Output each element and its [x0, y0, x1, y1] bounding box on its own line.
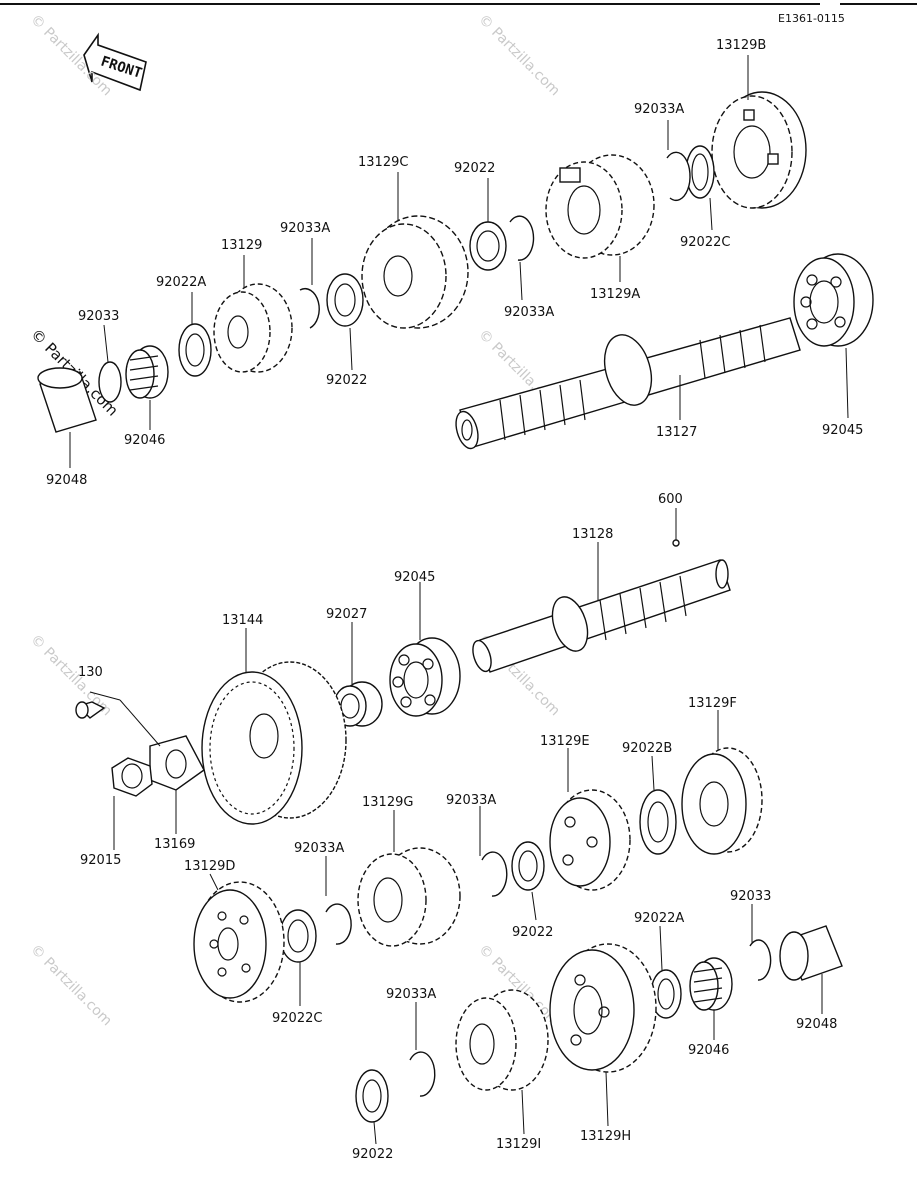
circlip-92033a-lower-2	[325, 903, 352, 945]
shaft-13127	[455, 317, 801, 450]
circlip-92033a-upper-3	[299, 288, 320, 329]
callout-92046: 92046	[124, 433, 165, 448]
callout-92048: 92048	[46, 473, 87, 488]
callout-92022a: 92022A	[156, 275, 206, 290]
callout-92033a: 92033A	[280, 221, 330, 236]
gear-13129b	[711, 91, 807, 209]
callout-92033a: 92033A	[386, 987, 436, 1002]
bolt-130	[75, 701, 106, 719]
callout-92045: 92045	[822, 423, 863, 438]
needle-bearing-92046-upper	[125, 345, 169, 399]
callout-13129c: 13129C	[358, 155, 408, 170]
gear-13129h	[549, 943, 657, 1073]
circlip-92033a-upper-2	[509, 215, 535, 261]
callout-92033a: 92033A	[504, 305, 554, 320]
callout-92022: 92022	[454, 161, 495, 176]
gear-13129e	[549, 789, 631, 891]
callout-92022: 92022	[326, 373, 367, 388]
watermark: © Partzilla.com	[27, 942, 115, 1030]
circlip-92033a-lower-3	[409, 1051, 436, 1097]
callout-13129f: 13129F	[688, 696, 737, 711]
callout-13169: 13169	[154, 837, 195, 852]
callout-92046: 92046	[688, 1043, 729, 1058]
callout-92033: 92033	[730, 889, 771, 904]
callout-92022c: 92022C	[680, 235, 730, 250]
callout-600: 600	[658, 492, 683, 507]
nut-92015	[111, 757, 153, 797]
circlip-92033a-upper-1	[666, 151, 691, 202]
pin-600	[672, 539, 680, 547]
gear-13129	[213, 283, 293, 373]
washer-92022a-upper	[178, 323, 212, 377]
collar-92048-upper	[37, 367, 97, 433]
callout-13127: 13127	[656, 425, 697, 440]
callout-92045: 92045	[394, 570, 435, 585]
pulley-13144	[201, 661, 347, 825]
callout-92022: 92022	[352, 1147, 393, 1162]
washer-92022-upper-2	[326, 273, 364, 327]
callout-92033a: 92033A	[446, 793, 496, 808]
gear-13129g	[357, 847, 461, 947]
callout-92033: 92033	[78, 309, 119, 324]
callout-92027: 92027	[326, 607, 367, 622]
callout-92022c: 92022C	[272, 1011, 322, 1026]
front-arrow-icon: FRONT	[83, 32, 147, 92]
bearing-92045-lower	[389, 637, 461, 717]
callout-13129b: 13129B	[716, 38, 766, 53]
watermark: © Partzilla.com	[475, 12, 563, 100]
leader-lines-lower	[89, 508, 823, 1145]
callout-13129a: 13129A	[590, 287, 640, 302]
shaft-13128	[472, 559, 731, 673]
washer-92022-upper-1	[469, 221, 507, 271]
callout-13128: 13128	[572, 527, 613, 542]
callout-130: 130	[78, 665, 103, 680]
reference-code: E1361-0115	[778, 12, 845, 25]
callout-13129g: 13129G	[362, 795, 413, 810]
callout-13144: 13144	[222, 613, 263, 628]
gear-13129a	[545, 154, 655, 259]
callout-92022a: 92022A	[634, 911, 684, 926]
callout-92033a: 92033A	[294, 841, 344, 856]
gear-13129f	[681, 747, 763, 855]
circlip-92033a-lower-1	[481, 851, 508, 897]
gear-13129c	[361, 215, 469, 329]
washer-92022c-lower	[279, 909, 317, 963]
circlip-92033-upper	[98, 361, 122, 403]
leader-lines-upper	[69, 55, 849, 468]
callout-13129: 13129	[221, 238, 262, 253]
washer-92022b	[639, 789, 677, 855]
collar-92048-lower	[779, 925, 843, 981]
callout-13129e: 13129E	[540, 734, 590, 749]
circlip-92033-lower	[749, 939, 772, 981]
washer-92022-lower-2	[355, 1069, 389, 1123]
gear-13129i	[455, 989, 549, 1091]
callout-92022: 92022	[512, 925, 553, 940]
callout-13129h: 13129H	[580, 1129, 631, 1144]
callout-92033a: 92033A	[634, 102, 684, 117]
callout-92022b: 92022B	[622, 741, 672, 756]
gear-13129d	[193, 881, 285, 1003]
bearing-92045-upper	[793, 253, 874, 347]
callout-92015: 92015	[80, 853, 121, 868]
callout-92048: 92048	[796, 1017, 837, 1032]
callout-13129i: 13129I	[496, 1137, 541, 1152]
needle-bearing-92046-lower	[689, 957, 733, 1011]
callout-13129d: 13129D	[184, 859, 235, 874]
washer-92022-lower-1	[511, 841, 545, 891]
